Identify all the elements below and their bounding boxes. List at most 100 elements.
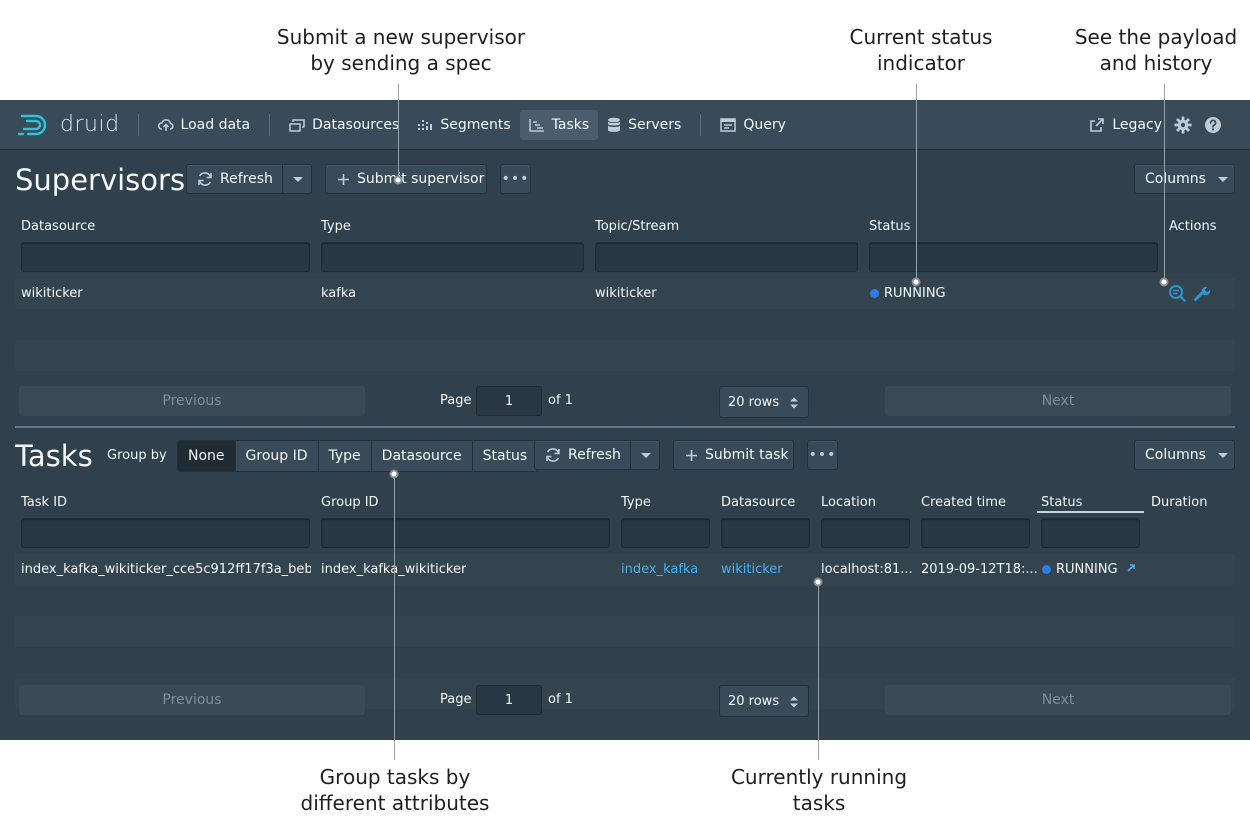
status-running-dot	[1042, 565, 1051, 574]
header-task-id[interactable]: Task ID	[21, 495, 68, 510]
nav-servers[interactable]: Servers	[598, 110, 690, 140]
leader-line	[818, 582, 819, 760]
cell-type-link[interactable]: index_kafka	[621, 562, 699, 577]
tasks-header-row: Task ID Group ID Type Datasource Locatio…	[15, 487, 1235, 517]
header-datasource[interactable]: Datasource	[21, 219, 96, 234]
caret-down-icon	[292, 176, 303, 182]
refresh-dropdown-button[interactable]	[282, 165, 312, 193]
status-text: RUNNING	[884, 286, 946, 301]
next-page-button[interactable]: Next	[885, 685, 1231, 715]
submit-supervisor-button[interactable]: Submit supervisor	[325, 164, 487, 194]
header-status[interactable]: Status	[869, 219, 911, 234]
filter-datasource-input[interactable]	[721, 518, 810, 548]
nav-tasks[interactable]: Tasks	[519, 109, 599, 140]
status-text: RUNNING	[1056, 562, 1118, 577]
group-by-datasource[interactable]: Datasource	[371, 441, 473, 471]
tasks-pagination: Previous Page 1 of 1 20 rows Next	[15, 680, 1235, 720]
callout-payload-history: See the payload and history	[1074, 25, 1238, 75]
nav-datasources[interactable]: Datasources	[280, 110, 408, 140]
callout-submit-supervisor: Submit a new supervisor by sending a spe…	[276, 25, 526, 75]
next-page-button[interactable]: Next	[885, 386, 1231, 416]
help-icon	[1204, 116, 1222, 134]
cell-created-time: 2019-09-12T18:...	[921, 562, 1038, 577]
status-running-dot	[870, 289, 879, 298]
header-created-time[interactable]: Created time	[921, 495, 1006, 510]
filter-task-id-input[interactable]	[21, 518, 310, 548]
leader-dot	[389, 469, 399, 479]
help-button[interactable]	[1198, 110, 1228, 140]
submit-supervisor-label: Submit supervisor	[357, 171, 485, 187]
table-row[interactable]: index_kafka_wikiticker_cce5c912ff17f3a_b…	[15, 554, 1235, 585]
group-by-type[interactable]: Type	[318, 441, 372, 471]
druid-console: druid Load data Datasources Segments	[0, 100, 1250, 740]
nav-query[interactable]: Query	[711, 110, 795, 140]
filter-type-input[interactable]	[321, 242, 584, 272]
settings-button[interactable]	[1168, 110, 1198, 140]
group-by-group-id[interactable]: Group ID	[235, 441, 319, 471]
filter-location-input[interactable]	[821, 518, 910, 548]
more-icon: •••	[501, 171, 530, 187]
nav-right-group: Legacy	[1083, 110, 1228, 140]
cell-status: RUNNING	[870, 286, 946, 301]
group-by-status[interactable]: Status	[472, 441, 538, 471]
group-by-none[interactable]: None	[178, 441, 236, 471]
header-duration[interactable]: Duration	[1151, 495, 1208, 510]
filter-type-input[interactable]	[621, 518, 710, 548]
nav-query-label: Query	[743, 116, 786, 133]
supervisors-more-button[interactable]: •••	[500, 164, 531, 194]
leader-dot	[911, 277, 921, 287]
table-row	[15, 340, 1235, 371]
header-type[interactable]: Type	[321, 219, 351, 234]
tasks-more-button[interactable]: •••	[807, 440, 838, 470]
filter-datasource-input[interactable]	[21, 242, 310, 272]
filter-status-input[interactable]	[1041, 518, 1140, 548]
arrow-top-right-icon[interactable]	[1126, 563, 1136, 573]
tasks-toolbar: Tasks Group by None Group ID Type Dataso…	[15, 427, 1235, 487]
refresh-dropdown-button[interactable]	[630, 441, 660, 469]
header-actions: Actions	[1169, 219, 1217, 234]
header-datasource[interactable]: Datasource	[721, 495, 796, 510]
submit-task-button[interactable]: Submit task	[673, 440, 794, 470]
caret-down-icon	[1217, 176, 1228, 182]
supervisors-refresh-button[interactable]: Refresh	[186, 164, 312, 194]
supervisors-refresh-label: Refresh	[220, 171, 273, 187]
tasks-refresh-button[interactable]: Refresh	[534, 440, 660, 470]
druid-logo[interactable]: druid	[18, 112, 120, 137]
filter-created-time-input[interactable]	[921, 518, 1030, 548]
header-type[interactable]: Type	[621, 495, 651, 510]
sort-indicator	[1037, 511, 1144, 513]
header-location[interactable]: Location	[821, 495, 876, 510]
header-group-id[interactable]: Group ID	[321, 495, 379, 510]
callout-current-status: Current status indicator	[849, 25, 993, 75]
header-topic-stream[interactable]: Topic/Stream	[595, 219, 680, 234]
previous-page-button[interactable]: Previous	[19, 685, 365, 715]
supervisors-pagination: Previous Page 1 of 1 20 rows Next	[15, 381, 1235, 421]
view-payload-history-icon[interactable]	[1168, 284, 1186, 306]
page-number-input[interactable]: 1	[476, 685, 542, 715]
nav-segments[interactable]: Segments	[408, 110, 519, 140]
table-row[interactable]: wikiticker kafka wikiticker RUNNING	[15, 278, 1235, 309]
supervisors-columns-button[interactable]: Columns	[1134, 164, 1235, 194]
leader-line	[398, 84, 399, 180]
caret-down-icon	[640, 452, 651, 458]
header-status[interactable]: Status	[1041, 495, 1083, 510]
share-icon	[1089, 117, 1105, 133]
rows-per-page-select[interactable]: 20 rows	[719, 386, 809, 418]
filter-topic-input[interactable]	[595, 242, 858, 272]
wrench-icon[interactable]	[1193, 284, 1211, 306]
tasks-columns-button[interactable]: Columns	[1134, 440, 1235, 470]
nav-segments-label: Segments	[440, 116, 511, 133]
leader-line	[394, 474, 395, 760]
filter-status-input[interactable]	[869, 242, 1158, 272]
multi-select-icon	[289, 118, 305, 132]
page-number-input[interactable]: 1	[476, 386, 542, 416]
table-row	[15, 647, 1235, 678]
cog-icon	[1174, 116, 1192, 134]
filter-group-id-input[interactable]	[321, 518, 610, 548]
cell-datasource-link[interactable]: wikiticker	[721, 562, 783, 577]
section-divider	[15, 426, 1235, 428]
nav-legacy[interactable]: Legacy	[1083, 110, 1168, 140]
previous-page-button[interactable]: Previous	[19, 386, 365, 416]
rows-per-page-select[interactable]: 20 rows	[719, 685, 809, 717]
nav-load-data[interactable]: Load data	[149, 110, 260, 140]
